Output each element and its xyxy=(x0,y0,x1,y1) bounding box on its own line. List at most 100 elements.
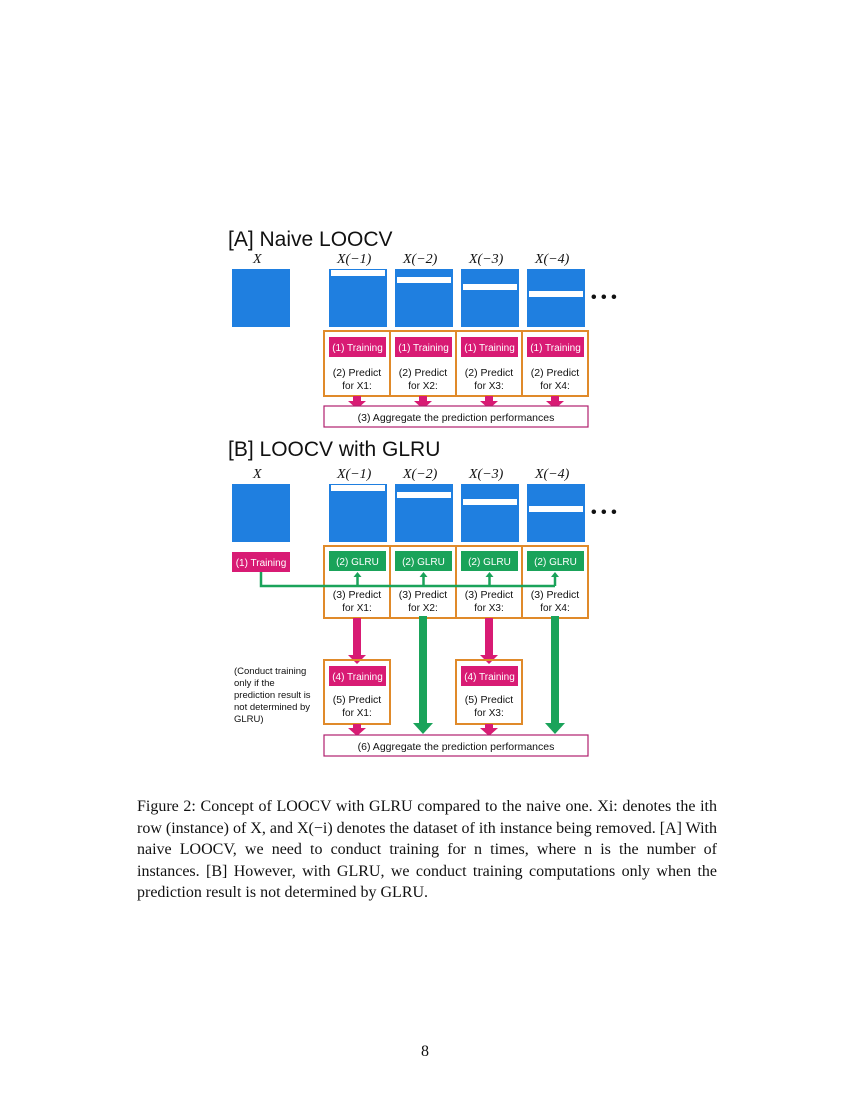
training-badge-label: (1) Training xyxy=(332,343,383,354)
note-line: not determined by xyxy=(234,702,310,713)
note-line: GLRU) xyxy=(234,714,264,725)
matrix-x-minus-4 xyxy=(527,269,585,327)
aggregate-box-a xyxy=(323,405,589,428)
matrix-x-minus-3 xyxy=(461,484,519,542)
caption-text: Figure 2: Concept of LOOCV with GLRU com… xyxy=(137,798,717,902)
up-arrow-icon xyxy=(419,572,428,577)
aggregate-box-b xyxy=(323,734,589,757)
training-badge xyxy=(461,337,518,357)
removed-row xyxy=(397,492,451,498)
retrain-predict-label: (5) Predict xyxy=(465,694,514,706)
retrain-badge xyxy=(461,666,518,686)
predict-target-label: for X2: xyxy=(408,603,437,614)
retrain-output-arrows xyxy=(348,724,498,736)
retrain-arrows xyxy=(348,618,498,664)
glru-badge-label: (2) GLRU xyxy=(468,557,511,568)
down-arrow-icon xyxy=(413,616,433,734)
retrain-badge xyxy=(329,666,386,686)
predict-target-label: for X3: xyxy=(474,381,503,392)
predict-target-label: for X4: xyxy=(540,381,569,392)
section-a-title: [A] Naive LOOCV xyxy=(228,228,393,251)
glru-badge-label: (2) GLRU xyxy=(534,557,577,568)
section-a-arrows xyxy=(348,396,564,409)
predict-step-label: (3) Predict xyxy=(465,589,514,601)
retrain-predict-label: (5) Predict xyxy=(333,694,382,706)
down-arrow-icon xyxy=(348,396,366,409)
down-arrow-icon xyxy=(545,616,565,734)
down-arrow-icon xyxy=(480,724,498,736)
matrix-label-x: X xyxy=(252,467,262,482)
removed-row xyxy=(529,291,583,297)
retrain-badge-label: (4) Training xyxy=(464,672,515,683)
matrix-label-x-minus-3: X(−3) xyxy=(468,467,504,482)
matrix-x-minus-3 xyxy=(461,269,519,327)
glru-badge-label: (2) GLRU xyxy=(336,557,379,568)
training-badge-label: (1) Training xyxy=(464,343,515,354)
predict-step-label: (3) Predict xyxy=(333,589,382,601)
removed-row xyxy=(463,284,517,290)
removed-row xyxy=(463,499,517,505)
note-line: only if the xyxy=(234,678,275,689)
down-arrow-icon xyxy=(480,396,498,409)
initial-training-badge xyxy=(232,552,290,572)
glru-badges: (2) GLRU (2) GLRU (2) GLRU (2) GLRU xyxy=(329,551,584,571)
matrix-label-x-minus-2: X(−2) xyxy=(402,252,438,267)
retrain-badge-label: (4) Training xyxy=(332,672,383,683)
matrix-label-x-minus-2: X(−2) xyxy=(402,467,438,482)
matrix-x xyxy=(232,484,290,542)
matrix-label-x-minus-3: X(−3) xyxy=(468,252,504,267)
retrain-boxes: (4) Training (4) Training (5) Predict fo… xyxy=(323,659,523,725)
glru-badge-label: (2) GLRU xyxy=(402,557,445,568)
note-line: prediction result is xyxy=(234,690,311,701)
predict-step-label: (2) Predict xyxy=(531,367,580,379)
predict-step-label: (3) Predict xyxy=(531,589,580,601)
ellipsis: • • • xyxy=(591,289,617,306)
section-a-training-badges: (1) Training (1) Training (1) Training (… xyxy=(329,337,584,357)
matrix-x xyxy=(232,269,290,327)
predict-target-label: for X4: xyxy=(540,603,569,614)
note-line: (Conduct training xyxy=(234,666,306,677)
section-b-predict-labels: (3) Predict for X1: (3) Predict for X2: … xyxy=(333,589,580,614)
removed-row xyxy=(331,270,385,276)
initial-training-label: (1) Training xyxy=(236,558,287,569)
matrix-x-minus-4 xyxy=(527,484,585,542)
matrix-label-x-minus-4: X(−4) xyxy=(534,252,570,267)
matrix-label-x: X xyxy=(252,252,262,267)
note-text: (Conduct training only if the prediction… xyxy=(234,666,311,725)
predict-target-label: for X3: xyxy=(474,603,503,614)
section-b-title: [B] LOOCV with GLRU xyxy=(228,438,440,461)
section-b-matrix-labels: X X(−1) X(−2) X(−3) X(−4) xyxy=(252,467,570,482)
figure-caption: Figure 2: Concept of LOOCV with GLRU com… xyxy=(137,796,717,904)
down-arrow-icon xyxy=(546,396,564,409)
predict-target-label: for X2: xyxy=(408,381,437,392)
matrix-label-x-minus-1: X(−1) xyxy=(336,467,372,482)
retrain-target-label: for X1: xyxy=(342,708,371,719)
down-arrow-icon xyxy=(480,618,498,664)
glru-feed-line xyxy=(259,572,557,588)
training-badge xyxy=(329,337,386,357)
predict-step-label: (2) Predict xyxy=(465,367,514,379)
glru-badge xyxy=(329,551,386,571)
training-badge xyxy=(395,337,452,357)
glru-badge xyxy=(395,551,452,571)
glru-feed-arrowheads xyxy=(353,572,559,577)
predict-target-label: for X1: xyxy=(342,381,371,392)
glru-badge xyxy=(461,551,518,571)
down-arrow-icon xyxy=(414,396,432,409)
section-a-matrices xyxy=(232,269,585,327)
predict-step-label: (3) Predict xyxy=(399,589,448,601)
predict-step-label: (2) Predict xyxy=(399,367,448,379)
up-arrow-icon xyxy=(551,572,559,577)
section-a-predict-labels: (2) Predict for X1: (2) Predict for X2: … xyxy=(333,367,580,392)
down-arrow-icon xyxy=(348,618,366,664)
up-arrow-icon xyxy=(485,572,494,577)
up-arrow-icon xyxy=(353,572,362,577)
matrix-label-x-minus-4: X(−4) xyxy=(534,467,570,482)
retrain-target-label: for X3: xyxy=(474,708,503,719)
direct-arrows xyxy=(413,616,565,734)
predict-target-label: for X1: xyxy=(342,603,371,614)
matrix-x-minus-1 xyxy=(329,484,387,542)
predict-step-label: (2) Predict xyxy=(333,367,382,379)
down-arrow-icon xyxy=(348,724,366,736)
